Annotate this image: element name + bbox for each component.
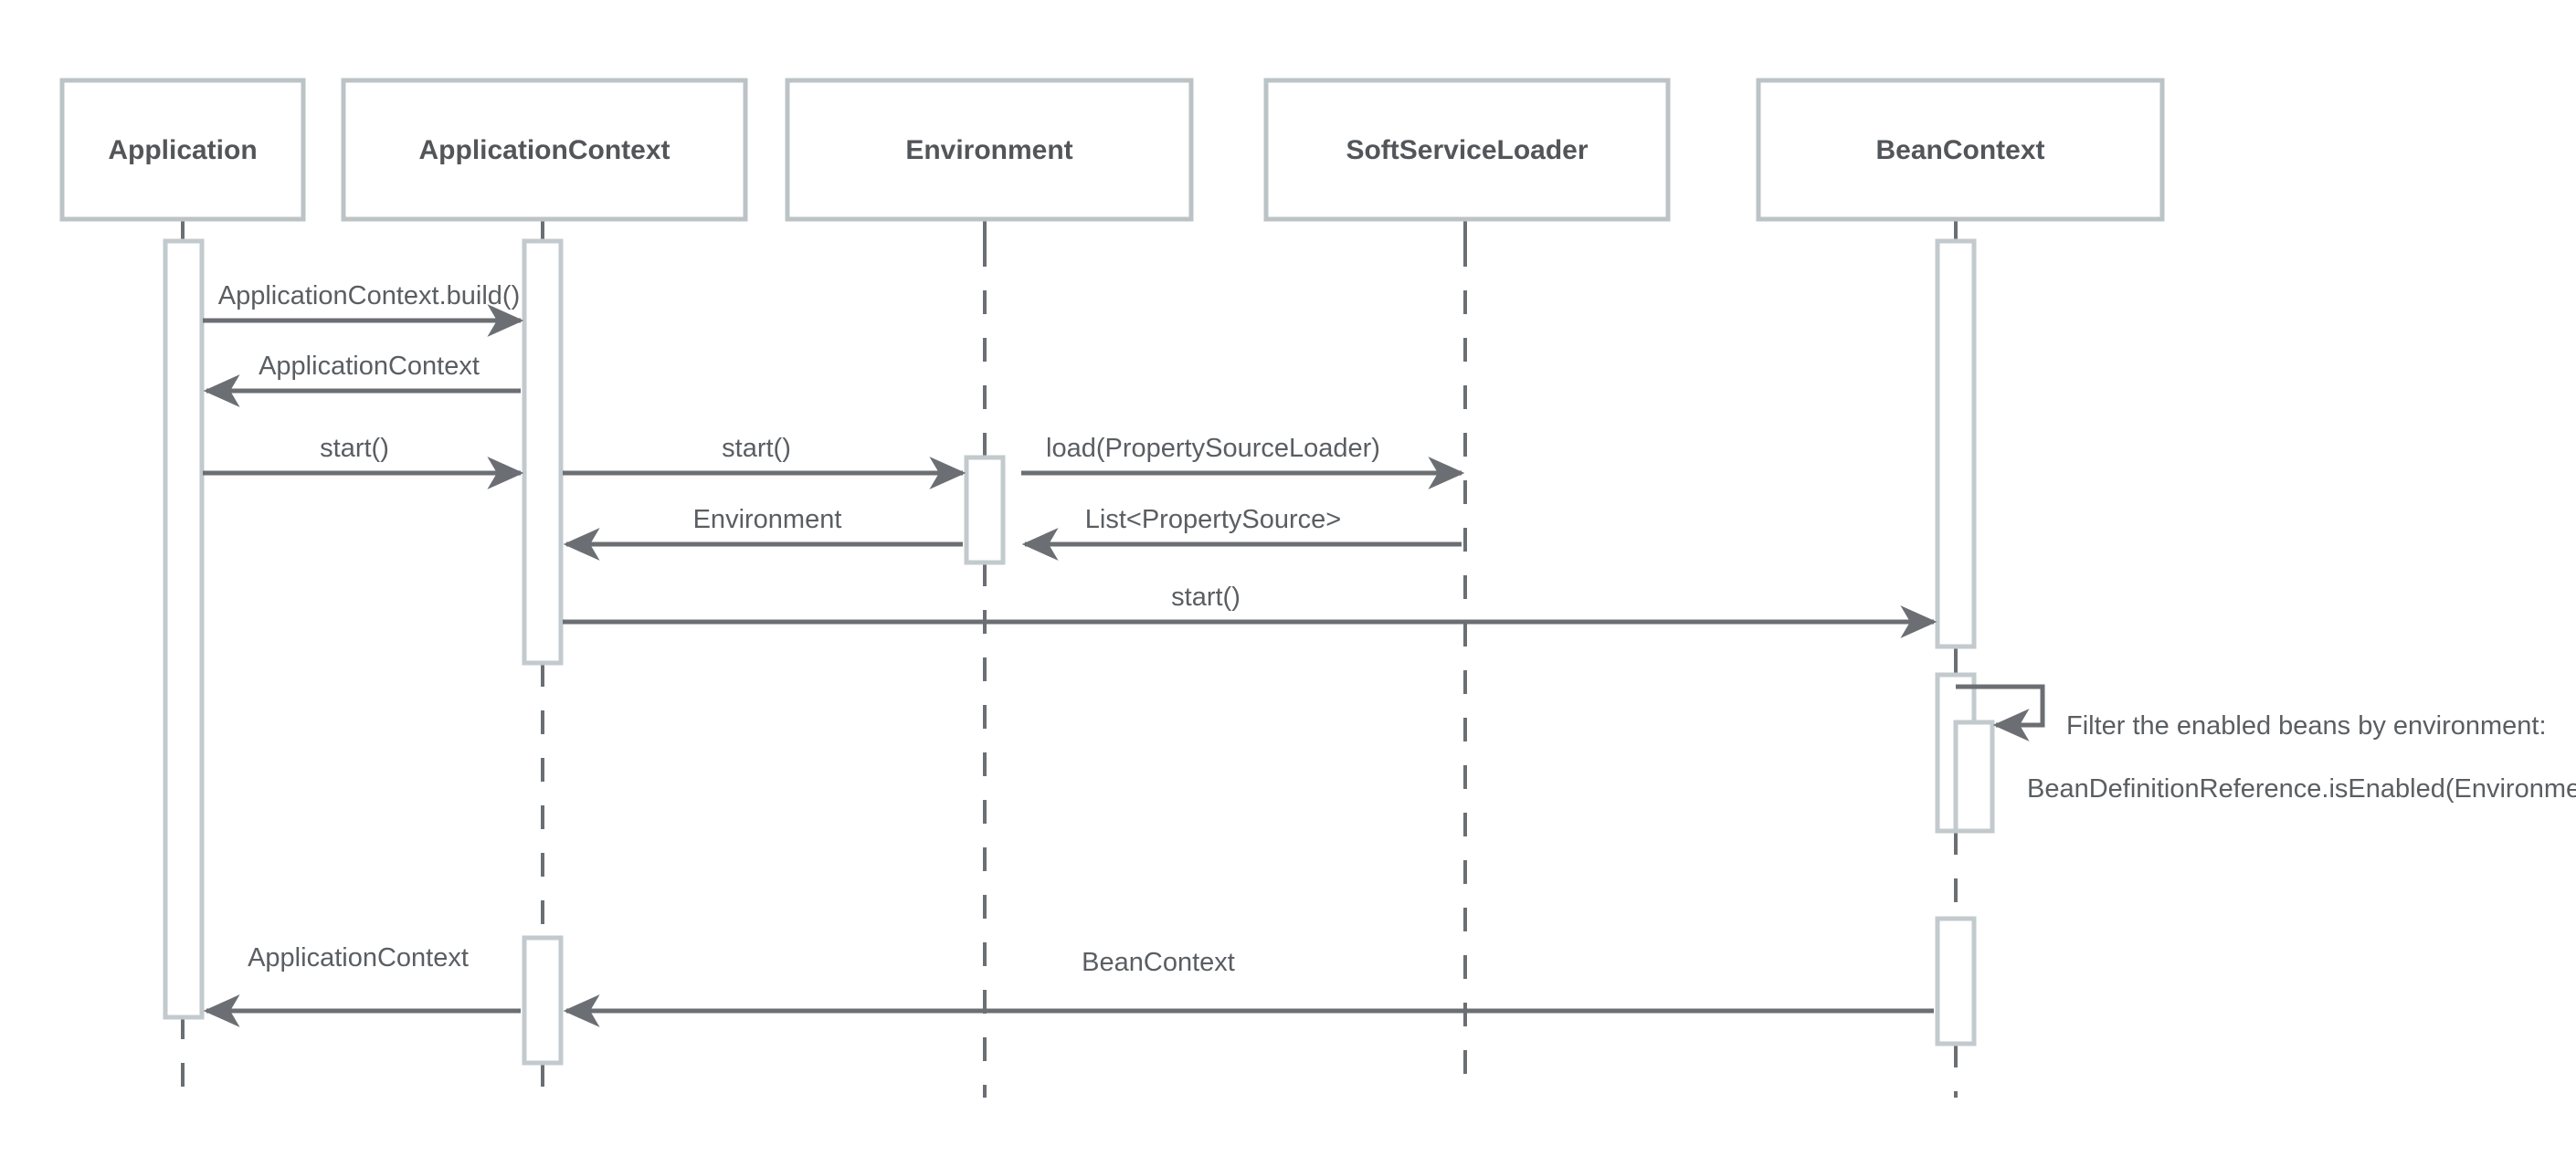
lifelines-group [181,219,1958,1098]
message-beancontext-return[interactable]: BeanContext [563,948,1934,1027]
participant-label: Application [108,135,257,165]
messages-group: ApplicationContext.build() ApplicationCo… [203,281,2576,1027]
activation-beancontext-3 [1935,916,1977,1046]
message-label: start() [722,434,791,463]
message-label: start() [1171,583,1240,612]
message-list-propertysource-return[interactable]: List<PropertySource> [1021,505,1462,561]
participants-group: Application ApplicationContext Environme… [59,78,2165,222]
activation-applicationcontext-2 [522,935,564,1066]
self-message-note-line1: Filter the enabled beans by environment: [2066,711,2547,741]
participant-box [1756,78,2165,222]
message-start-application-to-context[interactable]: start() [203,434,524,489]
message-label: ApplicationContext [248,943,469,972]
activation-applicationcontext-1 [522,238,564,666]
participant-box [341,78,748,222]
activations-group [163,238,1995,1066]
message-label: Environment [693,505,842,534]
participant-environment[interactable]: Environment [785,78,1194,222]
message-label: start() [320,434,389,463]
activation-environment [964,455,1006,565]
activation-beancontext-1 [1935,238,1977,649]
message-label: load(PropertySourceLoader) [1046,434,1380,463]
participant-box [59,78,306,222]
participant-label: SoftServiceLoader [1346,135,1588,165]
message-applicationcontext-return-2[interactable]: ApplicationContext [203,943,521,1027]
participant-label: Environment [905,135,1072,165]
self-message-arrow-path [1956,684,2045,741]
participant-beancontext[interactable]: BeanContext [1756,78,2165,222]
participant-label: ApplicationContext [419,135,670,165]
self-message-note-line2: BeanDefinitionReference.isEnabled(Enviro… [2027,774,2576,804]
message-self-filter-beans[interactable]: Filter the enabled beans by environment:… [1956,684,2576,804]
participant-applicationcontext[interactable]: ApplicationContext [341,78,748,222]
message-label: BeanContext [1082,948,1235,977]
activation-application [163,238,205,1020]
message-start-context-to-environment[interactable]: start() [563,434,966,489]
activation-beancontext-nested [1953,720,1995,834]
message-applicationcontext-build[interactable]: ApplicationContext.build() [203,281,524,337]
participant-box [785,78,1194,222]
participant-box [1263,78,1671,222]
participant-softserviceloader[interactable]: SoftServiceLoader [1263,78,1671,222]
message-label: List<PropertySource> [1085,505,1341,534]
message-applicationcontext-return-1[interactable]: ApplicationContext [203,352,521,407]
participant-label: BeanContext [1875,135,2044,165]
message-start-context-to-beancontext[interactable]: start() [563,583,1937,638]
message-label: ApplicationContext [259,352,480,381]
participant-application[interactable]: Application [59,78,306,222]
message-load-propertysourceloader[interactable]: load(PropertySourceLoader) [1021,434,1465,489]
message-environment-return[interactable]: Environment [563,505,963,561]
message-label: ApplicationContext.build() [218,281,520,310]
